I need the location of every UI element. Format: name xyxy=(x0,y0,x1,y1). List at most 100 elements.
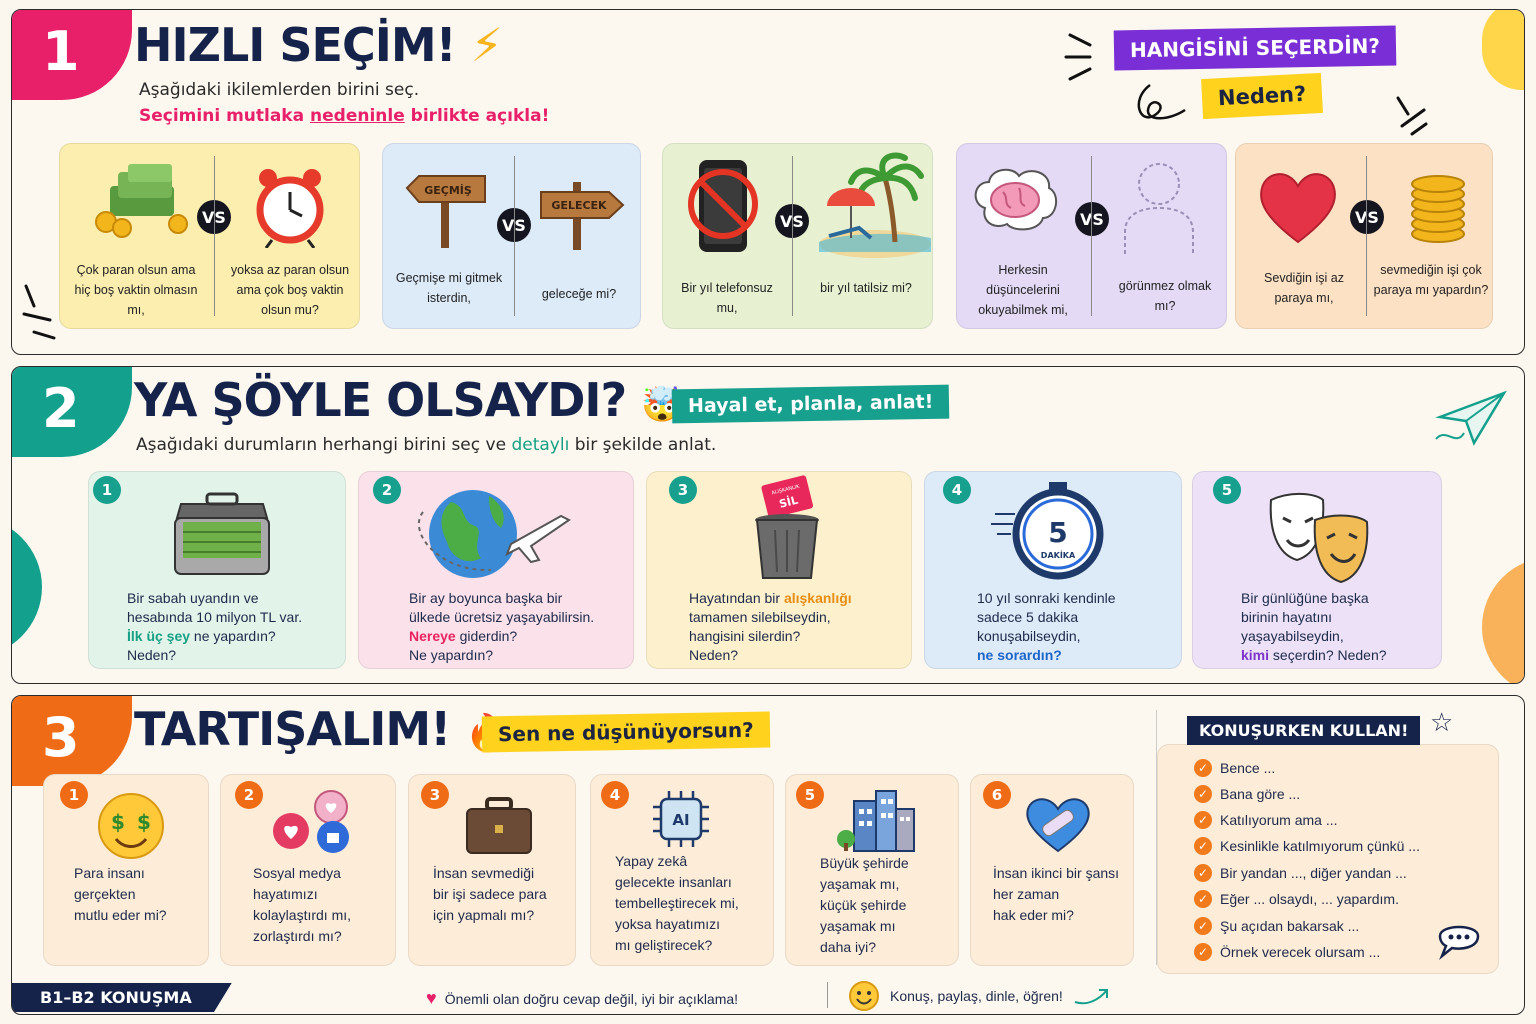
dilemma-right-text: yoksa az paran olsun ama çok boş vaktin … xyxy=(230,263,350,317)
phrases-title: KONUŞURKEN KULLAN! xyxy=(1187,716,1421,745)
dilemma-card-mind-invisible[interactable]: VS Herkesin düşüncelerini okuyabilmek mi… xyxy=(956,143,1227,329)
card-number-badge: 5 xyxy=(1213,476,1241,504)
dilemma-card-phone-vacation[interactable]: VS Bir yıl telefonsuz mu, bir yıl tatils… xyxy=(662,143,933,329)
theater-masks-icon xyxy=(1269,493,1369,584)
check-icon: ✓ xyxy=(1194,864,1212,882)
social-media-icon xyxy=(273,790,349,853)
card-number-badge: 5 xyxy=(796,781,824,809)
dilemma-right-text: bir yıl tatilsiz mi? xyxy=(820,281,912,295)
dilemma-card-past-future[interactable]: GEÇMİŞ VS GELECEK Geçmişe mi gitmek iste… xyxy=(382,143,641,329)
brain-thought-icon xyxy=(974,168,1058,231)
clock-number: 5 xyxy=(1048,516,1067,549)
money-briefcase-icon xyxy=(174,492,270,575)
globe-plane-icon xyxy=(417,490,571,578)
scenario-card-habit[interactable]: 3 ALIŞKANLIK SİL Hayatından bir alışkanl… xyxy=(646,471,912,669)
phrase-item: ✓Eğer ... olsaydı, ... yapardım. xyxy=(1194,890,1399,908)
section-what-if: 2 YA ŞÖYLE OLSAYDI? 🤯 Hayal et, planla, … xyxy=(11,366,1525,684)
phrase-item: ✓Örnek verecek olursam ... xyxy=(1194,943,1380,961)
svg-text:$: $ xyxy=(111,810,125,834)
divider-line xyxy=(827,982,828,1008)
dilemma-card-money-time[interactable]: VS Çok paran olsun ama hiç boş vaktin ol… xyxy=(59,143,360,329)
phrase-item: ✓Kesinlikle katılmıyorum çünkü ... xyxy=(1194,837,1420,855)
footer-motto: Konuş, paylaş, dinle, öğren! xyxy=(848,980,1113,1012)
check-icon: ✓ xyxy=(1194,890,1212,908)
decor-blob xyxy=(1482,10,1524,90)
section-quick-choice: 1 HIZLI SEÇİM! ⚡ Aşağıdaki ikilemlerden … xyxy=(11,9,1525,355)
delete-label: SİL xyxy=(778,493,800,511)
arrow-icon xyxy=(1074,989,1108,1005)
section-title: TARTIŞALIM! 🔥 xyxy=(134,702,510,756)
subtitle-pill: Hayal et, planla, anlat! xyxy=(671,384,950,424)
check-icon: ✓ xyxy=(1194,943,1212,961)
trash-can-icon: ALIŞKANLIK SİL xyxy=(755,475,819,579)
sign-label: GELECEK xyxy=(551,199,607,212)
sign-label: GEÇMİŞ xyxy=(424,183,472,197)
city-buildings-icon xyxy=(837,790,915,852)
heart-icon xyxy=(1260,173,1336,244)
squiggle-arrow-icon xyxy=(1137,84,1186,120)
check-icon: ✓ xyxy=(1194,759,1212,777)
ai-chip-icon: AI xyxy=(653,791,709,847)
check-icon: ✓ xyxy=(1194,785,1212,803)
instruction: Aşağıdaki durumların herhangi birini seç… xyxy=(136,435,717,455)
heart-icon: ♥ xyxy=(426,988,437,1008)
section-title: HIZLI SEÇİM! ⚡ xyxy=(134,18,503,72)
spark-lines-icon xyxy=(1064,33,1092,81)
phrase-item: ✓Bana göre ... xyxy=(1194,785,1300,803)
card-number-badge: 2 xyxy=(235,781,263,809)
phrase-item: ✓Şu açıdan bakarsak ... xyxy=(1194,917,1359,935)
signpost-past-icon: GEÇMİŞ xyxy=(405,175,486,248)
briefcase-icon xyxy=(466,797,532,854)
paper-plane-icon xyxy=(1435,390,1507,446)
signpost-future-icon: GELECEK xyxy=(540,182,625,250)
section-number: 2 xyxy=(42,377,80,440)
card-number-badge: 2 xyxy=(373,476,401,504)
decor-blob xyxy=(12,517,42,657)
decor-blob xyxy=(1482,557,1524,683)
banner-why: Neden? xyxy=(1201,72,1324,120)
instruction-emphasis: Seçimini mutlaka nedeninle birlikte açık… xyxy=(139,106,550,126)
dilemma-right-text: sevmediğin işi çok paraya mı yapardın? xyxy=(1373,263,1489,297)
level-label: B1–B2 KONUŞMA xyxy=(12,983,232,1012)
dilemma-card-love-money[interactable]: VS Sevdiğin işi az paraya mı, sevmediğin… xyxy=(1235,143,1493,329)
banner-which: HANGİSİNİ SEÇERDİN? xyxy=(1113,25,1397,71)
star-icon: ☆ xyxy=(1430,708,1454,738)
dilemma-left-text: Çok paran olsun ama hiç boş vaktin olmas… xyxy=(74,263,198,317)
invisible-person-icon xyxy=(1124,163,1194,254)
section-number: 1 xyxy=(42,20,80,83)
section-number: 3 xyxy=(42,706,80,769)
svg-text:$: $ xyxy=(137,810,151,834)
smiley-icon xyxy=(849,981,879,1011)
section-title: YA ŞÖYLE OLSAYDI? 🤯 xyxy=(134,373,684,427)
dilemma-right-text: geleceğe mi? xyxy=(541,287,617,301)
divider-line xyxy=(1156,710,1157,965)
spark-lines-icon xyxy=(22,284,56,340)
phrase-item: ✓Bence ... xyxy=(1194,759,1275,777)
phrase-item: ✓Katılıyorum ama ... xyxy=(1194,811,1337,829)
card-number-badge: 1 xyxy=(93,476,121,504)
check-icon: ✓ xyxy=(1194,811,1212,829)
money-stack-icon xyxy=(95,164,188,238)
clock-label: DAKİKA xyxy=(1041,550,1076,560)
card-number-badge: 3 xyxy=(669,476,697,504)
alarm-clock-icon xyxy=(256,169,324,248)
